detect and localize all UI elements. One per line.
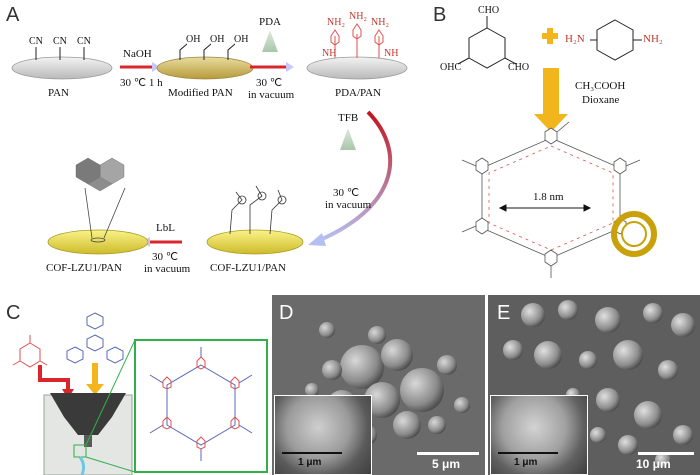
tfb-cond-env: in vacuum: [325, 199, 372, 211]
orange-feed-arrow: [92, 363, 98, 385]
cho-label: CHO: [478, 5, 500, 16]
oh-label-3: OH: [234, 34, 249, 45]
panel-label-a: A: [6, 4, 20, 26]
lbl-label: LbL: [156, 222, 175, 234]
sem-image-d: 1 μm 5 μm: [272, 295, 485, 475]
tfb-funnel: [340, 128, 356, 150]
microspheres-e: [503, 300, 695, 468]
nh2-label-2: NH₂: [349, 11, 367, 22]
reagent-label: CH₃COOH: [575, 80, 626, 92]
cho-label-2: CHO: [508, 62, 530, 73]
pda-cond-temp: 30 ℃: [256, 77, 283, 89]
cof-pan-right-label: COF-LZU1/PAN: [210, 262, 286, 274]
modified-pan-disk: [156, 56, 254, 80]
tfb-molecule: [457, 16, 517, 69]
inset-scalebar-d: [282, 452, 342, 454]
cof-pan-left-label: COF-LZU1/PAN: [46, 262, 122, 274]
pda-funnel: [262, 30, 278, 52]
scale-label-e: 10 μm: [636, 457, 671, 471]
tfb-curved-arrow: [319, 110, 393, 242]
panel-label-c: C: [6, 302, 21, 324]
cn-label-3: CN: [77, 36, 91, 47]
panel-a-diagram: [11, 23, 408, 255]
panel-label-e-overlay: E: [497, 302, 511, 324]
plus-icon: [542, 28, 558, 44]
modified-pan-label: Modified PAN: [168, 87, 233, 99]
cof-pan-disk-right: [206, 229, 304, 255]
naoh-label: NaOH: [123, 48, 152, 60]
scalebar-d: [417, 452, 479, 455]
ppd-molecule: [590, 19, 642, 61]
solvent-label: Dioxane: [582, 94, 620, 106]
nh2-label-3: NH₂: [371, 17, 389, 28]
pore-size-arrow: [498, 204, 592, 212]
aldehyde-monomer: [12, 335, 48, 368]
scalebar-e: [638, 452, 694, 455]
nh2-label-1: NH₂: [327, 17, 345, 28]
lbl-cond-env: in vacuum: [144, 263, 191, 275]
ohc-label: OHC: [440, 62, 462, 73]
pda-pan-disk: [306, 56, 408, 80]
naoh-condition: 30 ℃ 1 h: [120, 77, 163, 89]
inset-d: [274, 395, 372, 475]
nh-label-1: NH: [322, 48, 337, 59]
cof-space-filling-model: [611, 211, 657, 257]
inset-scale-label-d: 1 μm: [298, 457, 322, 468]
h2n-label: H₂N: [565, 33, 585, 45]
red-feed-arrow: [38, 365, 70, 390]
panel-b-diagram: [457, 16, 657, 278]
inset-scale-label-e: 1 μm: [514, 457, 538, 468]
panel-label-b: B: [433, 4, 447, 26]
zoom-cof-network: [149, 347, 253, 461]
lbl-cond-temp: 30 ℃: [152, 251, 179, 263]
nh2-label-b: NH₂: [643, 33, 663, 45]
reaction-arrow: [543, 68, 559, 116]
tfb-cond-temp: 30 ℃: [333, 187, 360, 199]
pda-pan-label: PDA/PAN: [335, 87, 382, 99]
cn-groups: [35, 47, 85, 60]
pda-cond-env: in vacuum: [248, 89, 295, 101]
panel-label-d-overlay: D: [279, 302, 294, 324]
pore-size-label: 1.8 nm: [533, 191, 564, 203]
inset-scalebar-e: [498, 452, 558, 454]
inset-e: [490, 395, 588, 475]
cn-label-1: CN: [29, 36, 43, 47]
panel-c-diagram: [12, 312, 268, 475]
pan-label: PAN: [48, 87, 69, 99]
pan-disk: [11, 56, 113, 80]
cn-label-2: CN: [53, 36, 67, 47]
oh-label-1: OH: [186, 34, 201, 45]
pda-label: PDA: [259, 16, 282, 28]
sem-image-e: 1 μm 10 μm: [488, 295, 700, 475]
oh-label-2: OH: [210, 34, 225, 45]
cof-lattice-icon: [75, 157, 125, 192]
amine-monomer: [66, 312, 124, 364]
spray-nozzle: [50, 393, 126, 435]
scale-label-d: 5 μm: [432, 457, 461, 471]
tfb-label: TFB: [338, 112, 359, 124]
nh-label-2: NH: [384, 48, 399, 59]
